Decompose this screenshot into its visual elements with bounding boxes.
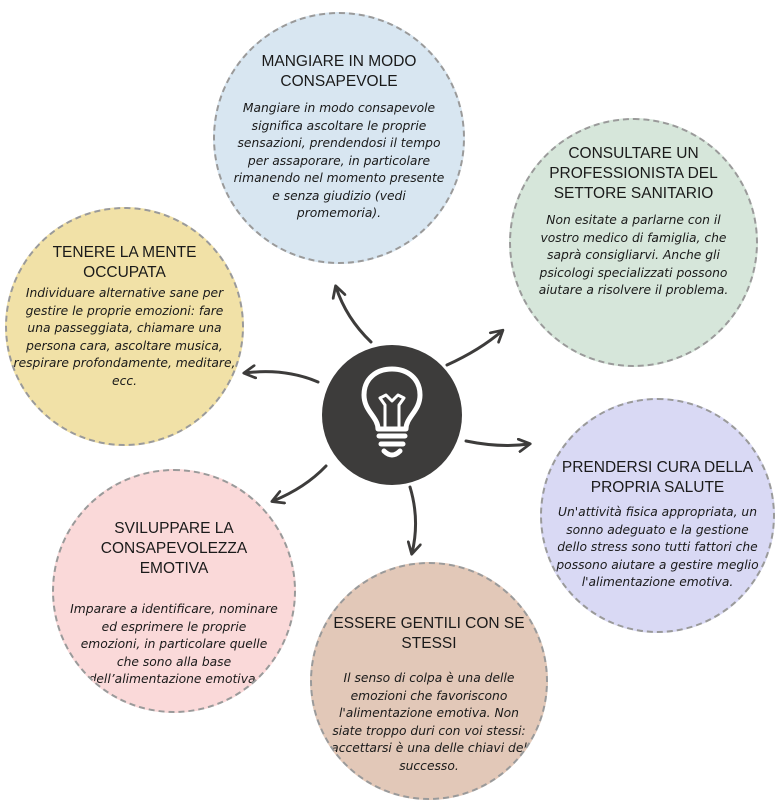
bubble-consultare-professionista: CONSULTARE UN PROFESSIONISTA DEL SETTORE… bbox=[509, 118, 758, 367]
arrow-to-prendersi bbox=[464, 441, 529, 445]
bubble-sviluppare-consapevolezza: SVILUPPARE LA CONSAPEVOLEZZA EMOTIVA Imp… bbox=[52, 469, 296, 713]
arrow-to-mangiare bbox=[336, 287, 373, 344]
bubble-title: MANGIARE IN MODO CONSAPEVOLE bbox=[261, 53, 417, 91]
bubble-title: CONSULTARE UN PROFESSIONISTA DEL SETTORE… bbox=[549, 145, 718, 203]
lightbulb-icon bbox=[361, 366, 423, 458]
bubble-text: Un'attività fisica appropriata, un sonno… bbox=[556, 505, 759, 590]
bubble-text: Non esitate a parlarne con il vostro med… bbox=[538, 213, 729, 298]
arrow-to-sviluppare bbox=[273, 464, 328, 501]
bubble-title: ESSERE GENTILI CON SE STESSI bbox=[333, 615, 525, 653]
bubble-text: Mangiare in modo consapevole significa a… bbox=[233, 101, 445, 220]
arrow-to-tenere bbox=[245, 372, 320, 384]
bubble-prendersi-cura-salute: PRENDERSI CURA DELLA PROPRIA SALUTE Un'a… bbox=[540, 398, 775, 633]
bubble-title: PRENDERSI CURA DELLA PROPRIA SALUTE bbox=[561, 459, 754, 497]
bubble-text: Individuare alternative sane per gestire… bbox=[13, 286, 236, 388]
bubble-tenere-mente-occupata: TENERE LA MENTE OCCUPATA Individuare alt… bbox=[5, 207, 244, 446]
arrow-to-essere bbox=[410, 485, 416, 553]
center-hub bbox=[322, 345, 462, 485]
bubble-title: TENERE LA MENTE OCCUPATA bbox=[52, 244, 197, 282]
bubble-mangiare-consapevole: MANGIARE IN MODO CONSAPEVOLE Mangiare in… bbox=[213, 12, 465, 264]
arrow-to-consultare bbox=[445, 331, 502, 367]
bubble-text: Il senso di colpa è una delle emozioni c… bbox=[331, 671, 527, 773]
bubble-essere-gentili: ESSERE GENTILI CON SE STESSI Il senso di… bbox=[310, 562, 548, 800]
bubble-title: SVILUPPARE LA CONSAPEVOLEZZA EMOTIVA bbox=[100, 520, 248, 578]
bubble-text: Imparare a identificare, nominare ed esp… bbox=[70, 602, 278, 687]
